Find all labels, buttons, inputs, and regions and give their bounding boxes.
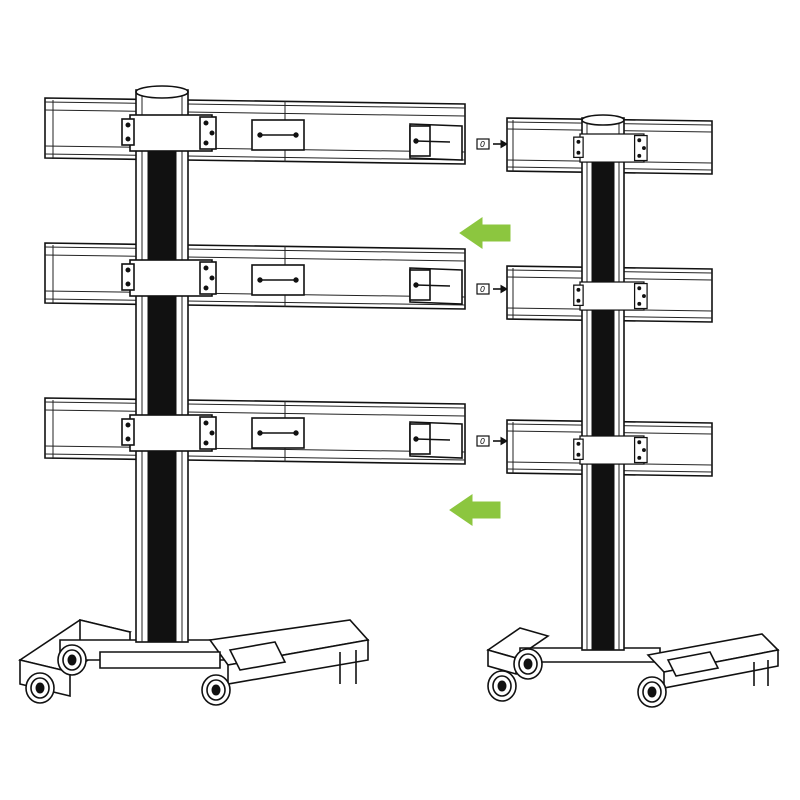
part-tag-label: 0 (480, 437, 485, 446)
left-endpiece-middle (409, 267, 463, 305)
part-tag-label: 0 (480, 140, 485, 149)
right-stand (486, 114, 780, 708)
green-arrow-left-icon (449, 494, 501, 526)
right-base (486, 627, 780, 689)
left-clamp-top (121, 114, 217, 152)
left-endpiece-bottom (409, 421, 463, 459)
left-slider-top (251, 119, 305, 151)
left-clamp-middle (121, 259, 217, 297)
right-clamp-top (573, 133, 648, 163)
green-arrow-left-icon (459, 217, 511, 249)
left-clamp-bottom (121, 414, 217, 452)
right-clamp-middle (573, 281, 648, 311)
left-slider-bottom (251, 417, 305, 449)
left-base (18, 618, 370, 698)
left-stand (18, 85, 466, 706)
part-tag-label: 0 (480, 285, 485, 294)
right-clamp-bottom (573, 435, 648, 465)
left-column (135, 85, 189, 643)
part-tags: 0 0 0 (476, 138, 508, 447)
right-column (581, 114, 625, 651)
left-slider-middle (251, 264, 305, 296)
left-endpiece-top (409, 123, 463, 161)
